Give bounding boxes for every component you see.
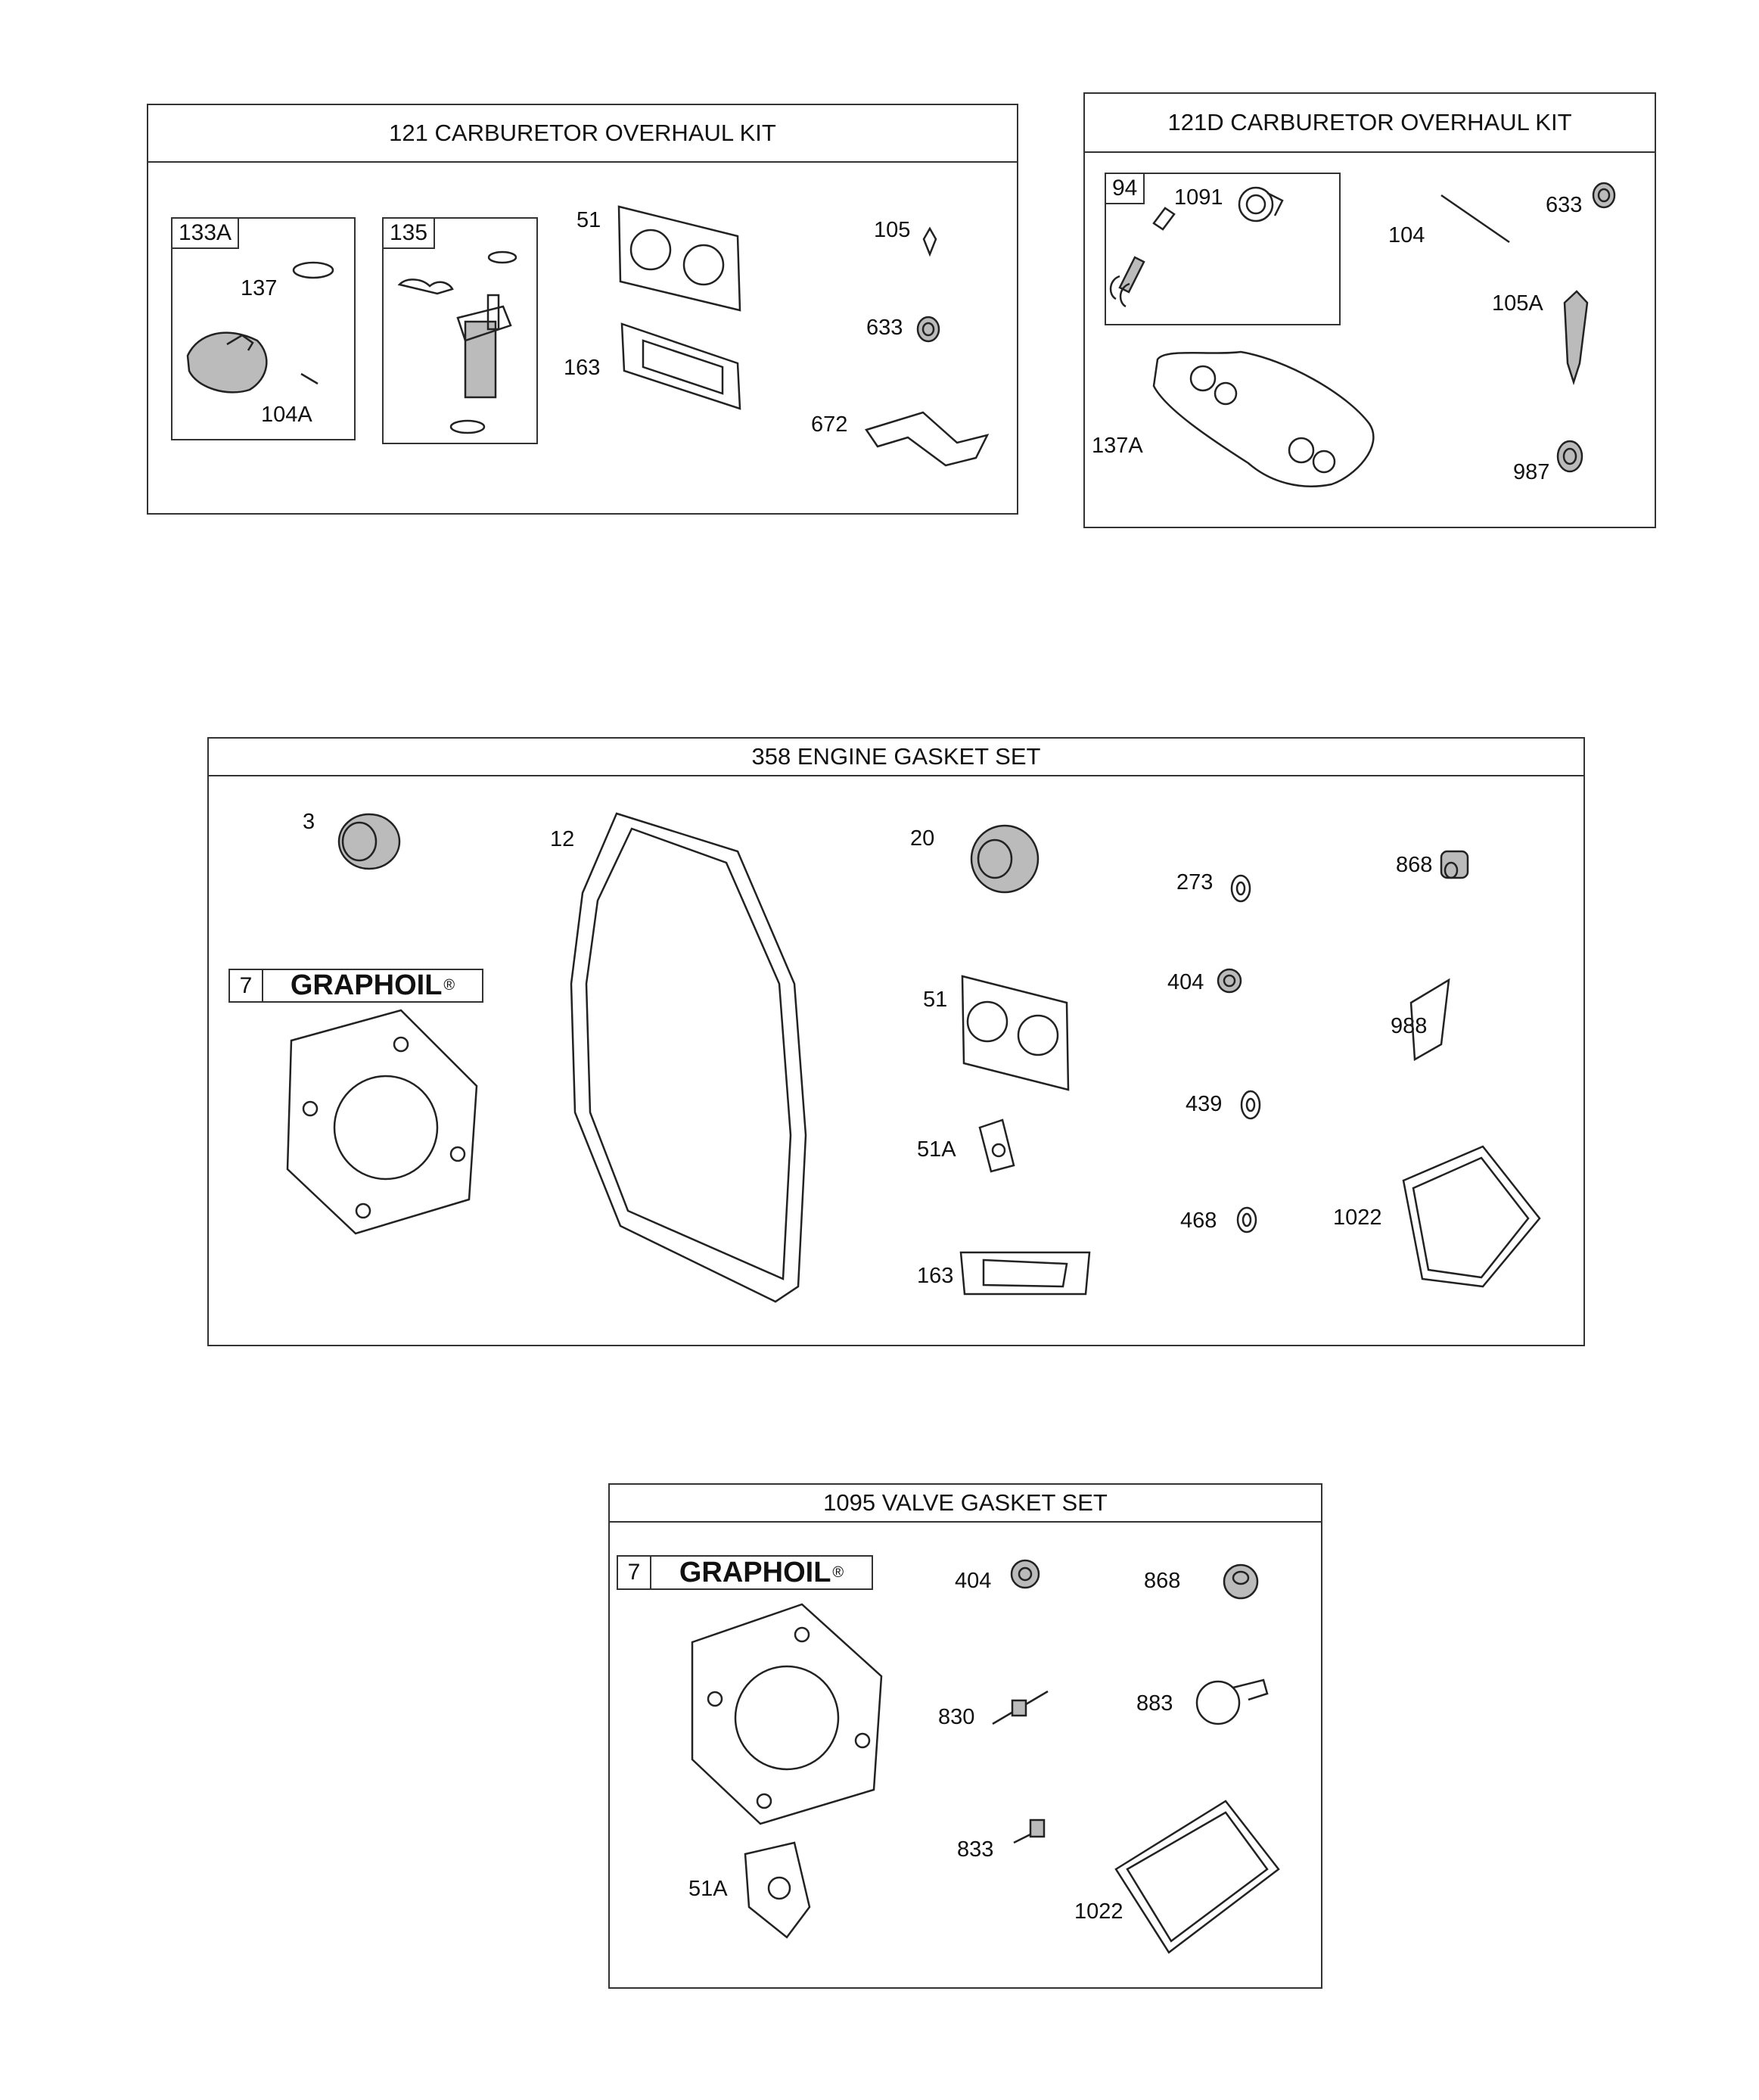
part-label-51[interactable]: 51 (923, 988, 948, 1012)
graphoil-callout: 7 GRAPHOIL® (228, 969, 483, 1003)
seal-633d-drawing (1592, 182, 1616, 209)
seal-987-drawing (1556, 440, 1583, 473)
gasket-137a-drawing (1152, 350, 1375, 487)
seal-404-drawing (1217, 968, 1242, 994)
oring-137-drawing (292, 261, 334, 279)
part-label-273[interactable]: 273 (1176, 870, 1214, 894)
part-label-987[interactable]: 987 (1513, 460, 1550, 484)
part-label-988[interactable]: 988 (1391, 1014, 1428, 1038)
part-label-105[interactable]: 105 (874, 218, 911, 242)
head-gasket-drawing (286, 1009, 478, 1235)
gasket-51a-valve-drawing (744, 1841, 811, 1939)
plate-672-drawing (865, 411, 990, 467)
rod-104-drawing (1440, 194, 1510, 244)
stud-830-drawing (992, 1690, 1049, 1725)
subassembly-135: 135 (382, 217, 538, 444)
carburetor-135-drawing (397, 250, 517, 434)
gasket-51a-drawing (978, 1118, 1015, 1173)
part-label-137[interactable]: 137 (241, 276, 278, 300)
part-label-104[interactable]: 104 (1388, 223, 1425, 247)
clip-883-drawing (1195, 1678, 1269, 1725)
graphoil-callout: 7 GRAPHOIL® (617, 1555, 873, 1590)
jet-94-drawing (1109, 207, 1176, 308)
part-label-163[interactable]: 163 (917, 1264, 954, 1288)
part-label-51a[interactable]: 51A (917, 1137, 956, 1162)
bolt-833-drawing (1013, 1818, 1046, 1844)
subassembly-94: 94 (1105, 173, 1341, 325)
float-133a-drawing (186, 331, 268, 394)
part-label-104a[interactable]: 104A (261, 403, 312, 427)
graphoil-number[interactable]: 7 (230, 970, 263, 1001)
seal-633-drawing (916, 316, 940, 343)
part-label-51[interactable]: 51 (576, 208, 601, 232)
panel-121-carburetor-overhaul-kit: 121 CARBURETOR OVERHAUL KIT (147, 104, 1018, 515)
panel-title: 121 CARBURETOR OVERHAUL KIT (148, 105, 1017, 163)
part-label-105a[interactable]: 105A (1492, 291, 1543, 316)
gasket-988-drawing (1409, 978, 1450, 1062)
part-label-12[interactable]: 12 (550, 827, 575, 851)
part-label-1022[interactable]: 1022 (1074, 1899, 1123, 1924)
panel-title: 358 ENGINE GASKET SET (209, 739, 1583, 776)
part-label-137a[interactable]: 137A (1092, 434, 1143, 458)
head-gasket-valve-drawing (691, 1603, 883, 1825)
seal-868-valve-drawing (1223, 1563, 1259, 1600)
panel-121d-carburetor-overhaul-kit: 121D CARBURETOR OVERHAUL KIT (1083, 92, 1656, 528)
part-label-868[interactable]: 868 (1144, 1569, 1181, 1593)
subassembly-133a: 133A (171, 217, 356, 440)
part-label-633[interactable]: 633 (1546, 193, 1583, 217)
part-label-830[interactable]: 830 (938, 1705, 975, 1729)
graphoil-number[interactable]: 7 (618, 1557, 651, 1588)
panel-1095-valve-gasket-set: 1095 VALVE GASKET SET (608, 1483, 1322, 1989)
valve-105a-drawing (1563, 290, 1589, 386)
part-label-833[interactable]: 833 (957, 1837, 994, 1862)
pin-104a-drawing (300, 372, 319, 385)
part-label-672[interactable]: 672 (811, 412, 848, 437)
fitting-1091-drawing (1238, 186, 1284, 222)
seal-868-drawing (1440, 850, 1469, 879)
subassembly-tag: 135 (384, 219, 436, 249)
gasket-163b-drawing (959, 1251, 1091, 1296)
part-label-163[interactable]: 163 (564, 356, 601, 380)
subassembly-tag: 133A (172, 219, 240, 249)
part-label-868[interactable]: 868 (1396, 853, 1433, 877)
panel-title: 121D CARBURETOR OVERHAUL KIT (1085, 94, 1655, 153)
part-label-20[interactable]: 20 (910, 826, 935, 851)
panel-title: 1095 VALVE GASKET SET (610, 1485, 1321, 1523)
part-label-468[interactable]: 468 (1180, 1209, 1217, 1233)
gasket-12-drawing (570, 812, 807, 1303)
graphoil-brand: GRAPHOIL® (290, 969, 455, 1001)
seal-20-drawing (970, 824, 1040, 894)
washer-439-drawing (1240, 1090, 1261, 1120)
panel-358-engine-gasket-set: 358 ENGINE GASKET SET (207, 737, 1585, 1346)
gasket-51-drawing (617, 205, 741, 312)
part-label-1091[interactable]: 1091 (1174, 185, 1223, 210)
needle-105-drawing (922, 226, 937, 257)
washer-273-drawing (1230, 874, 1251, 903)
part-label-3[interactable]: 3 (303, 810, 315, 834)
part-label-883[interactable]: 883 (1136, 1691, 1173, 1716)
gasket-51b-drawing (961, 975, 1070, 1091)
part-label-439[interactable]: 439 (1186, 1092, 1223, 1116)
subassembly-tag: 94 (1106, 174, 1145, 204)
seal-404-valve-drawing (1010, 1559, 1040, 1589)
gasket-1022-valve-drawing (1114, 1800, 1280, 1954)
seal-3-drawing (337, 813, 401, 870)
graphoil-brand: GRAPHOIL® (679, 1556, 844, 1588)
part-label-1022[interactable]: 1022 (1333, 1206, 1382, 1230)
part-label-404[interactable]: 404 (955, 1569, 992, 1593)
part-label-633[interactable]: 633 (866, 316, 903, 340)
part-label-404[interactable]: 404 (1167, 970, 1204, 994)
gasket-1022-drawing (1402, 1145, 1541, 1288)
washer-468-drawing (1236, 1206, 1257, 1234)
gasket-163-drawing (620, 322, 741, 410)
part-label-51a[interactable]: 51A (688, 1877, 728, 1901)
